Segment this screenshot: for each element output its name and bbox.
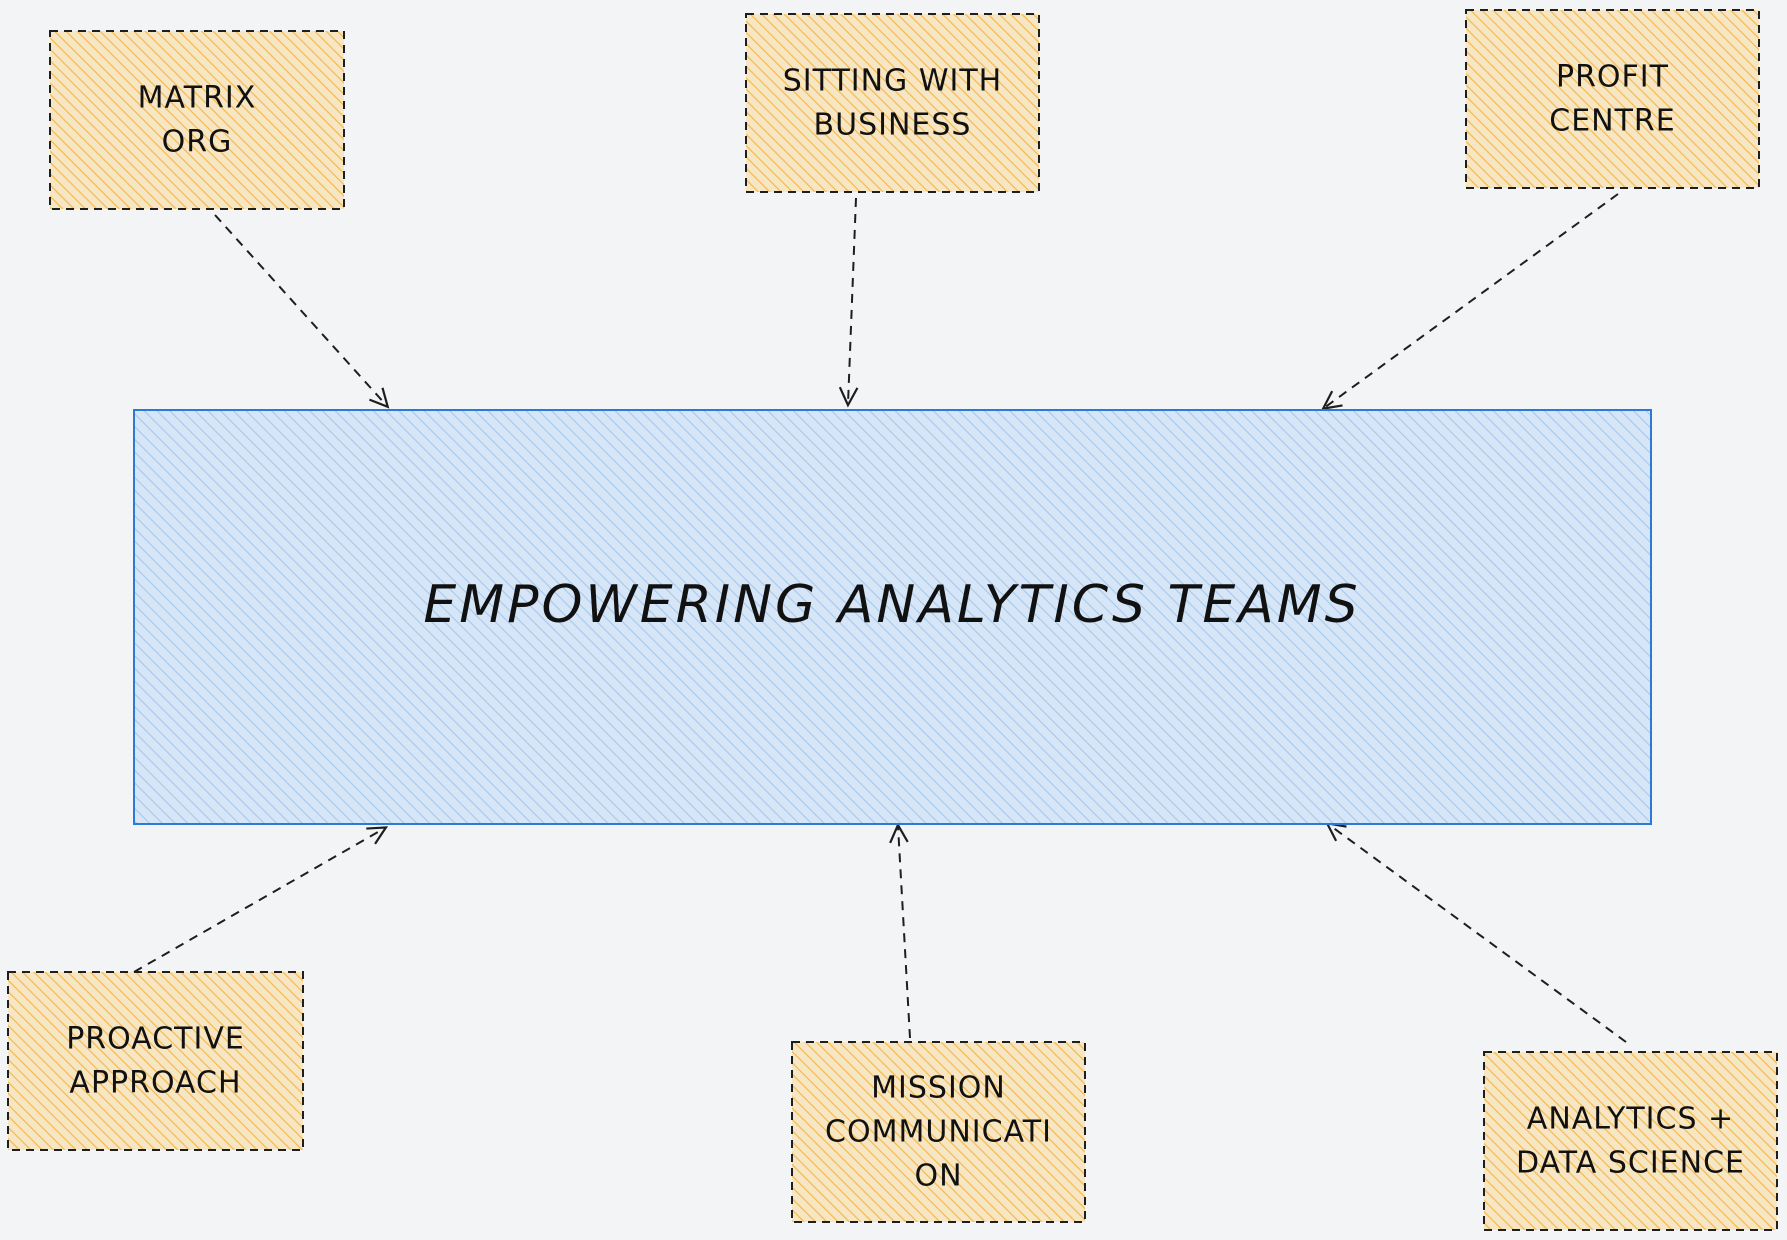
center-node-label: EMPOWERING ANALYTICS TEAMS [423, 575, 1360, 635]
arrows-layer [133, 193, 1627, 1043]
node-proactive-approach[interactable]: PROACTIVE APPROACH [7, 971, 304, 1151]
node-mission-communication[interactable]: MISSION COMMUNICATI ON [791, 1041, 1086, 1223]
node-profit-centre[interactable]: PROFIT CENTRE [1465, 9, 1760, 189]
node-label-analytics-data-science-line-2: DATA SCIENCE [1516, 1146, 1745, 1181]
center-node[interactable]: EMPOWERING ANALYTICS TEAMS [133, 409, 1652, 825]
node-label-mission-communication-line-2: COMMUNICATI [825, 1115, 1052, 1150]
node-sitting-with-business[interactable]: SITTING WITH BUSINESS [745, 13, 1040, 193]
arrow-mission-communication[interactable] [898, 826, 911, 1039]
node-label-proactive-approach-line-2: APPROACH [69, 1066, 241, 1101]
arrow-profit-centre[interactable] [1324, 193, 1619, 408]
node-box-mission-communication [791, 1041, 1086, 1223]
node-label-mission-communication-line-1: MISSION [871, 1071, 1006, 1106]
node-label-sitting-with-business-line-2: BUSINESS [814, 108, 972, 143]
node-label-sitting-with-business-line-1: SITTING WITH [783, 64, 1002, 99]
node-box-analytics-data-science [1483, 1051, 1778, 1231]
node-label-matrix-org-line-2: ORG [162, 125, 233, 160]
node-label-analytics-data-science-line-1: ANALYTICS + [1527, 1102, 1734, 1137]
node-box-sitting-with-business [745, 13, 1040, 193]
nodes-layer: MATRIX ORG SITTING WITH BUSINESS PROFIT CENTR… [7, 9, 1778, 1231]
node-label-matrix-org-line-1: MATRIX [138, 81, 257, 116]
node-label-profit-centre-line-1: PROFIT [1556, 60, 1669, 95]
node-analytics-data-science[interactable]: ANALYTICS + DATA SCIENCE [1483, 1051, 1778, 1231]
arrow-sitting-with-business[interactable] [848, 197, 856, 404]
node-label-proactive-approach-line-1: PROACTIVE [66, 1022, 245, 1057]
node-label-mission-communication-line-3: ON [914, 1159, 962, 1194]
node-box-profit-centre [1465, 9, 1760, 189]
node-box-proactive-approach [7, 971, 304, 1151]
arrow-analytics-data-science[interactable] [1328, 824, 1627, 1043]
arrow-proactive-approach[interactable] [133, 828, 385, 973]
node-matrix-org[interactable]: MATRIX ORG [49, 30, 345, 210]
arrow-matrix-org[interactable] [214, 214, 387, 406]
node-box-matrix-org [49, 30, 345, 210]
node-label-profit-centre-line-2: CENTRE [1549, 104, 1675, 139]
